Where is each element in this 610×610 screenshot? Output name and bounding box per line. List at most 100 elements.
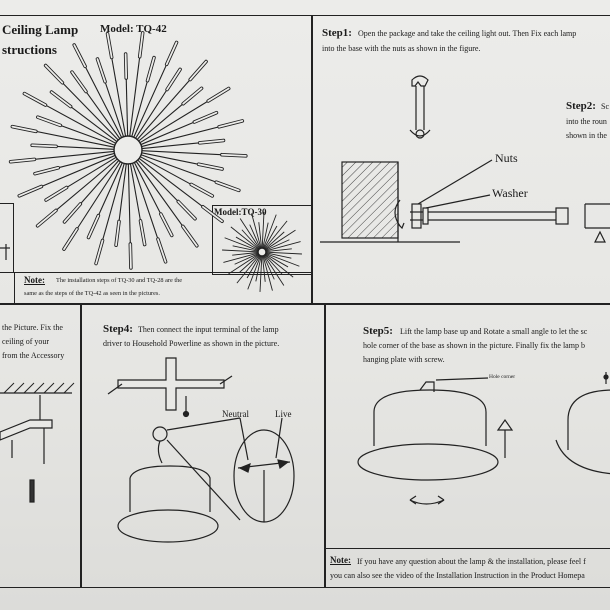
starburst-rod [262,222,269,249]
starburst-rod [239,218,261,249]
starburst-tube-inner [106,32,113,59]
starburst-tube-inner [181,225,198,247]
starburst-rod [230,226,260,250]
starburst-rod [232,245,259,252]
panel-model-small [212,205,313,275]
step4-label: Step4: [103,323,133,335]
starburst-tube-inner [202,205,223,223]
starburst-rod [263,255,275,280]
callout-washer: Washer [492,186,528,200]
starburst-rod [265,229,296,251]
step2-line3: shown in the [566,131,607,140]
starburst-tube-inner [115,220,120,247]
starburst-tube-inner [190,183,214,197]
starburst-rod [265,251,302,255]
starburst-tube-inner [18,185,43,197]
starburst-rod [265,252,292,259]
starburst-rod [263,255,285,286]
starburst-tube-inner [71,71,87,93]
title-line2: structions [2,42,57,57]
panel-small-left [0,203,14,273]
step1-label: Step1: [322,27,352,39]
starburst-tube-inner [177,200,196,220]
panel-step1 [311,15,610,305]
starburst-tube-inner [9,158,36,163]
starburst-tube-inner [95,239,104,265]
note-bottom-label: Note: [330,555,351,565]
step3-line3: from the Accessory [2,351,65,360]
starburst-tube-inner [129,243,132,269]
starburst-tube-inner [215,181,240,192]
step5-line1: Lift the lamp base up and Rotate a small… [400,327,588,336]
step2-line2: into the roun [566,117,607,126]
starburst-hub [257,247,267,257]
starburst-tube-inner [189,60,207,81]
step3-line2: ceiling of your [2,337,50,346]
starburst-tube-inner [36,209,57,227]
starburst-rod [265,253,289,268]
starburst-tube-inner [63,203,82,223]
starburst-rod [223,252,259,263]
starburst-rod [261,255,266,282]
label-hole-corner: Hole corner [489,374,516,380]
starburst-rod [264,254,294,278]
starburst-rod [259,255,263,292]
starburst-tube-inner [96,58,106,83]
starburst-hub [113,135,143,165]
model-small-label: Model:TQ-30 [214,207,267,217]
starburst-rod [235,236,259,251]
starburst-rod [241,229,260,250]
starburst-rod [263,214,277,249]
step1-line2: into the base with the nuts as shown in … [322,44,481,53]
note-top-box [14,272,313,305]
starburst-tube-inner [207,87,230,102]
starburst-tube-inner [124,53,128,79]
starburst-tube-inner [182,87,203,105]
step4-line1: Then connect the input terminal of the l… [138,325,279,334]
starburst-rod [251,213,262,249]
starburst-tube-inner [50,91,72,108]
starburst-rod [265,241,301,252]
starburst-tube-inner [31,144,57,148]
note-top-label: Note: [24,275,45,285]
starburst-tube-inner [138,32,144,58]
panel-step4 [80,303,326,588]
label-live: Live [275,409,292,419]
note-bottom-box [324,548,610,588]
panel-step3 [0,303,82,588]
title-line1: Ceiling Lamp [2,22,79,37]
starburst-rod [265,253,300,267]
step1-line1: Open the package and take the ceiling li… [358,29,577,38]
starburst-tube-inner [63,228,78,250]
starburst-tube-inner [218,120,244,128]
starburst-rod [265,248,292,253]
starburst-rod [265,239,290,251]
starburst-rod [228,253,259,275]
step4-line2: driver to Household Powerline as shown i… [103,339,280,348]
starburst-tube-inner [44,64,64,84]
starburst-tube-inner [166,68,181,91]
note-bottom-line2: you can also see the video of the Instal… [330,571,585,580]
model-main-label: Model: TQ-42 [100,23,167,35]
starburst-rod [246,255,261,279]
starburst-tube-inner [139,220,146,246]
starburst-rod [239,254,260,273]
starburst-rod [224,237,259,251]
starburst-tube-inner [73,44,87,68]
starburst-rod [234,253,259,265]
starburst-tube-inner [36,116,62,127]
starburst-tube-inner [11,125,37,133]
starburst-rod [264,220,288,250]
starburst-rod [261,212,265,249]
starburst-rod [247,255,261,290]
label-neutral: Neutral [222,409,249,419]
note-top-line2: same as the steps of the TQ-42 as seen i… [24,290,160,297]
starburst-rod [232,251,259,256]
note-bottom-line1: If you have any question about the lamp … [357,557,586,566]
